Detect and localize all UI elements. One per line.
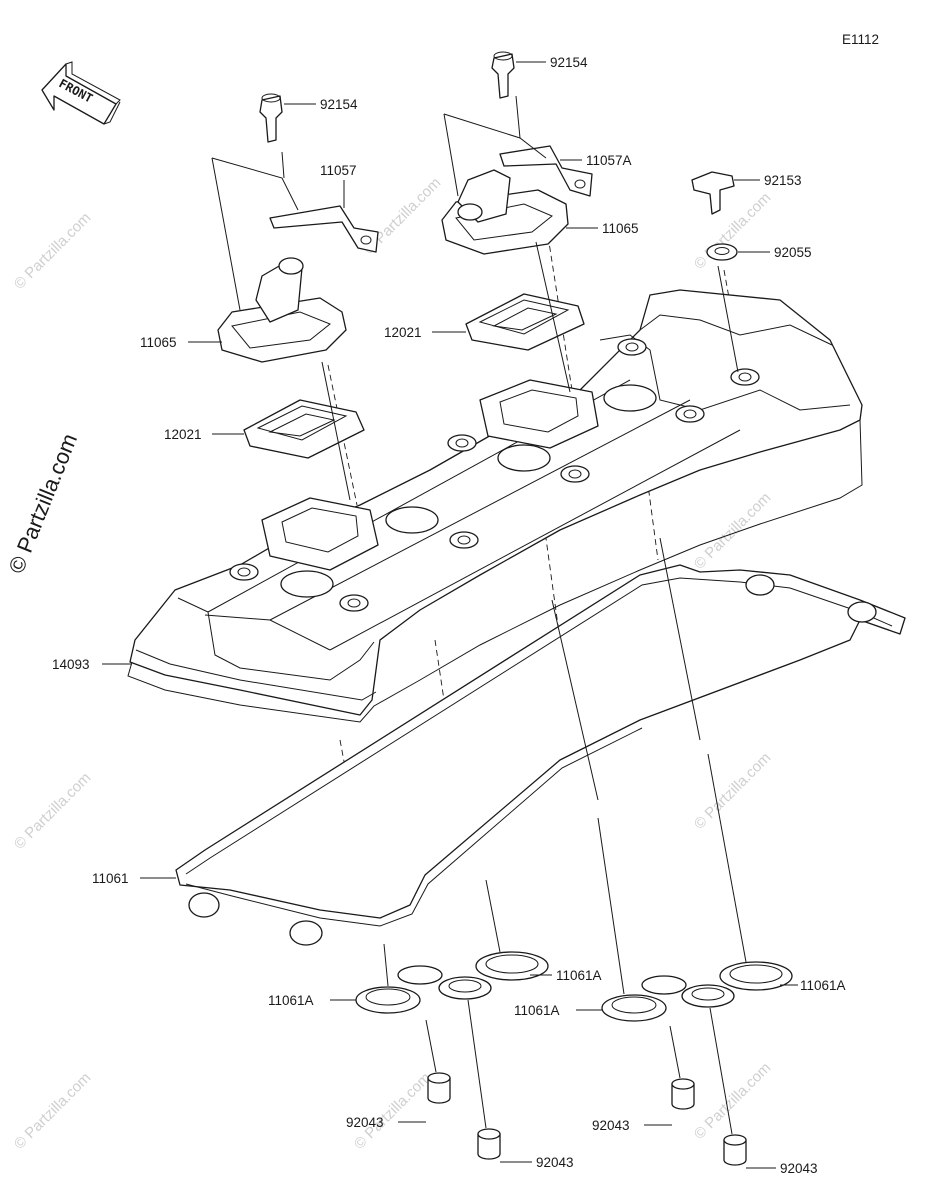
watermark: © Partzilla.com: [351, 1069, 434, 1152]
label-bracket-right: 11057A: [586, 153, 632, 168]
cover-bolt: [691, 171, 735, 215]
watermark: © Partzilla.com: [691, 189, 774, 272]
collar-2: [477, 1128, 501, 1160]
label-plug-gasket-1: 11061A: [268, 993, 314, 1008]
watermark: © Partzilla.com: [11, 209, 94, 292]
cover-washer: [706, 243, 738, 261]
watermark: © Partzilla.com: [691, 1059, 774, 1142]
bolt-left: [259, 93, 283, 143]
part-labels: 92154 11057 11065 12021 92154 11057A 110…: [52, 55, 846, 1176]
label-bolt-right: 92154: [550, 55, 588, 70]
breather-cover-right: [441, 169, 569, 255]
label-bracket-left: 11057: [320, 163, 357, 178]
bracket-right: [499, 145, 593, 197]
head-cover-gasket: [175, 564, 906, 946]
plug-gasket-4: [681, 961, 793, 1008]
label-cover-bolt: 92153: [764, 173, 802, 188]
bolt-right: [491, 51, 515, 99]
watermark: © Partzilla.com: [691, 489, 774, 572]
label-plug-gasket-2: 11061A: [556, 968, 602, 983]
plug-gasket-3: [601, 975, 687, 1022]
watermark-side: © Partzilla.com: [3, 430, 82, 577]
label-breather-cover-left: 11065: [140, 335, 177, 350]
cylinder-head-cover: [127, 289, 863, 723]
breather-cover-left: [217, 257, 347, 363]
label-bolt-left: 92154: [320, 97, 358, 112]
label-collar-4: 92043: [780, 1161, 818, 1176]
label-collar-1: 92043: [346, 1115, 384, 1130]
collar-1: [427, 1072, 451, 1104]
watermark: © Partzilla.com: [11, 769, 94, 852]
label-plug-gasket-3: 11061A: [514, 1003, 560, 1018]
collar-4: [723, 1134, 747, 1166]
bracket-left: [269, 205, 379, 253]
label-collar-3: 92043: [592, 1118, 630, 1133]
collar-3: [671, 1078, 695, 1110]
plug-gasket-2: [438, 951, 549, 1000]
label-plug-gasket-4: 11061A: [800, 978, 846, 993]
leader-lines: [102, 61, 798, 1169]
label-breather-cover-right: 11065: [602, 221, 639, 236]
label-cover-washer: 92055: [774, 245, 812, 260]
watermark: © Partzilla.com: [11, 1069, 94, 1152]
plug-gasket-1: [355, 965, 443, 1014]
label-collar-2: 92043: [536, 1155, 574, 1170]
label-head-cover-gasket: 11061: [92, 871, 129, 886]
label-reed-gasket-right: 12021: [384, 325, 422, 340]
reed-gasket-left: [243, 399, 365, 459]
reed-gasket-right: [465, 293, 585, 351]
front-arrow-icon: FRONT: [41, 61, 121, 125]
watermark: © Partzilla.com: [691, 749, 774, 832]
diagram-code: E1112: [842, 32, 879, 47]
label-reed-gasket-left: 12021: [164, 427, 202, 442]
label-head-cover: 14093: [52, 657, 90, 672]
